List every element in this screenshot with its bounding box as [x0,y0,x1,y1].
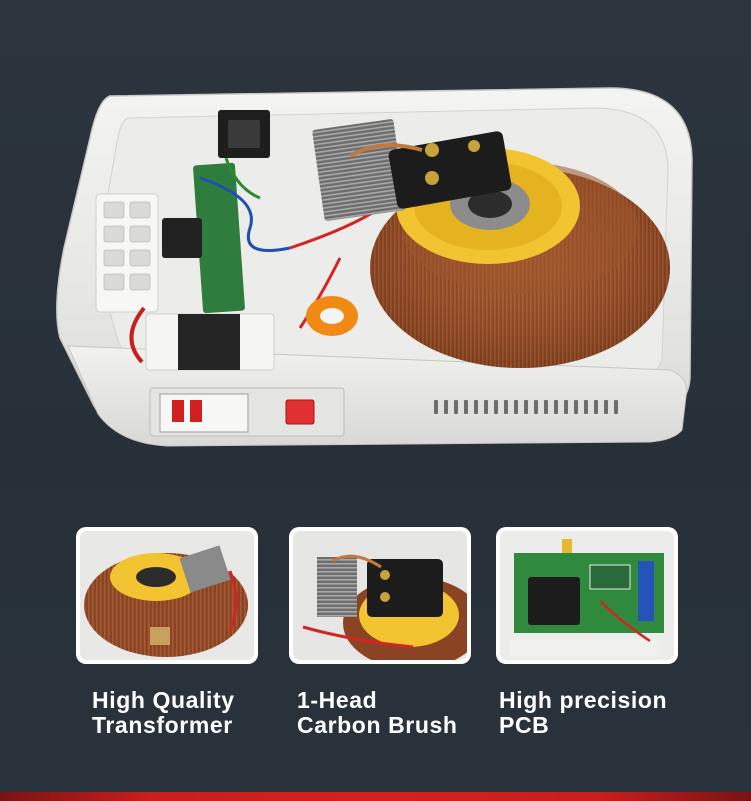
caption-line: High precision [499,687,668,713]
caption-line: Carbon Brush [297,712,458,738]
transformer-photo [80,531,254,660]
feature-caption-carbon-brush: 1-Head Carbon Brush [297,688,458,738]
transformer-thumbnail [76,527,258,664]
caption-line: PCB [499,712,550,738]
caption-line: High Quality [92,687,235,713]
feature-caption-transformer: High Quality Transformer [92,688,235,738]
control-pcb-photo [500,531,674,660]
carbon-brush-thumbnail [289,527,471,664]
accent-bar [0,792,751,801]
caption-line: Transformer [92,712,233,738]
pcb-thumbnail [496,527,678,664]
carbon-brush-photo [293,531,467,660]
stabilizer-product-photo [50,78,710,458]
feature-caption-pcb: High precision PCB [499,688,667,738]
caption-line: 1-Head [297,687,378,713]
